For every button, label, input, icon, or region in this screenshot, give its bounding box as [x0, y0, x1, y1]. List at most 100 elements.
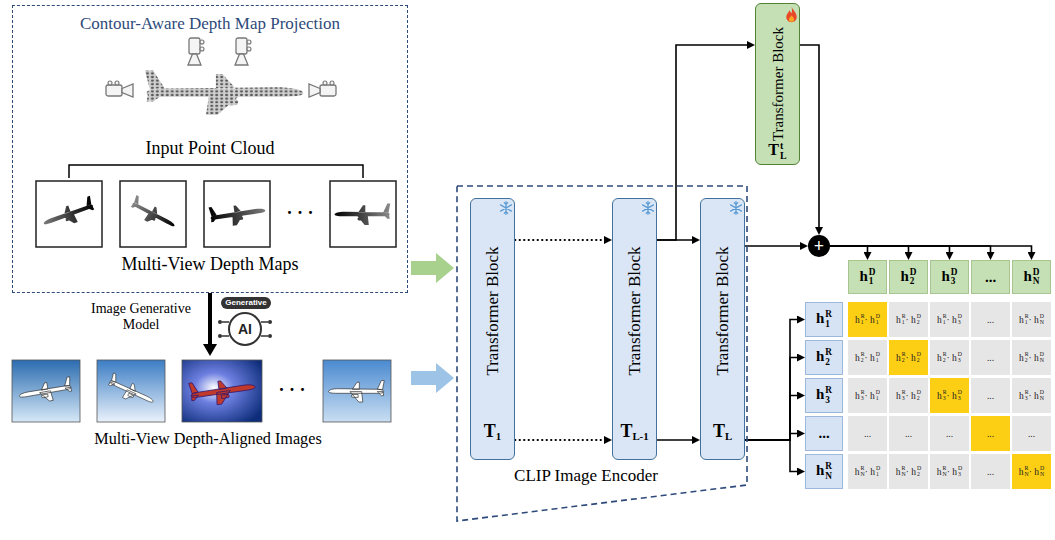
ellipsis: · · · — [274, 203, 326, 223]
panel-title: Contour-Aware Depth Map Projection — [13, 14, 407, 34]
bracket — [69, 165, 363, 178]
depth-feature-cell: ... — [971, 260, 1010, 294]
image-group: Multi-View Depth-Aligned Images — [8, 356, 408, 458]
block-label: Transformer Block — [483, 246, 502, 375]
caption: Multi-View Depth-Aligned Images — [8, 430, 408, 449]
block-index: TLt — [756, 141, 799, 161]
similarity-cell: ... — [971, 378, 1010, 413]
depth-feature-cell: h3D — [930, 260, 969, 294]
block-index: T1 — [471, 421, 514, 442]
connector-arrow — [830, 246, 868, 252]
similarity-cell: h2R · hND — [1012, 340, 1051, 375]
block-index: TL — [701, 421, 744, 442]
similarity-cell: h1R · h2D — [889, 302, 928, 337]
feature-name: h2R — [816, 348, 832, 367]
similarity-cell: hNR · h1D — [848, 454, 887, 489]
similarity-cell: ... — [971, 454, 1010, 489]
similarity-cell: h3R · h3D — [930, 378, 969, 413]
flame-icon — [785, 6, 798, 23]
projection-panel: Contour-Aware Depth Map ProjectionInput … — [12, 5, 408, 293]
connector-arrow — [830, 246, 950, 252]
connector-arrow — [515, 439, 604, 441]
similarity-cell: h1R · h1D — [848, 302, 887, 337]
block-index: TL-1 — [613, 421, 656, 442]
similarity-cell: h2R · h1D — [848, 340, 887, 375]
similarity-cell: ... — [971, 302, 1010, 337]
connector-arrow — [830, 246, 1032, 252]
block-label: Transformer Block — [625, 246, 644, 375]
similarity-cell: h3R · h2D — [889, 378, 928, 413]
similarity-cell: hNR · h3D — [930, 454, 969, 489]
caption: Multi-View Depth Maps — [13, 254, 407, 275]
transformer-block: Transformer BlockTL-1 — [612, 198, 657, 460]
feature-name: hND — [1023, 268, 1039, 287]
connector-arrow — [745, 358, 797, 441]
image-feature-cell: hNR — [805, 454, 843, 489]
feature-name: h3R — [816, 386, 832, 405]
camera-icons — [106, 38, 336, 97]
connector-arrow — [411, 371, 436, 385]
connector-arrow — [745, 434, 797, 441]
similarity-cell: ... — [1012, 416, 1051, 451]
similarity-cell: h3R · hND — [1012, 378, 1051, 413]
caption: Input Point Cloud — [13, 138, 407, 159]
similarity-cell: h3R · h1D — [848, 378, 887, 413]
connector-arrow — [515, 239, 604, 241]
icon-tag: Generative — [221, 297, 271, 309]
similarity-cell: hNR · h2D — [889, 454, 928, 489]
generated-images — [12, 360, 391, 422]
image-feature-cell: h1R — [805, 302, 843, 337]
connector-arrow — [830, 246, 909, 252]
similarity-cell: h1R · h3D — [930, 302, 969, 337]
feature-name: h3D — [941, 268, 957, 287]
image-feature-cell: ... — [805, 416, 843, 451]
plus-sign: + — [814, 237, 824, 255]
feature-name: h2D — [900, 268, 916, 287]
image-feature-cell: h3R — [805, 378, 843, 413]
transformer-block: Transformer BlockTL — [700, 198, 745, 460]
similarity-cell: ... — [848, 416, 887, 451]
feature-name: h1R — [816, 310, 832, 329]
trainable-block: Transformer BlockTLt — [755, 3, 800, 165]
similarity-cell: hNR · hND — [1012, 454, 1051, 489]
depth-feature-cell: hND — [1012, 260, 1051, 294]
connector-arrow — [657, 439, 692, 441]
similarity-cell: ... — [889, 416, 928, 451]
similarity-cell: ... — [971, 416, 1010, 451]
depth-feature-cell: h2D — [889, 260, 928, 294]
feature-name: ... — [985, 269, 996, 286]
similarity-cell: ... — [971, 340, 1010, 375]
similarity-cell: ... — [930, 416, 969, 451]
similarity-cell: h1R · hND — [1012, 302, 1051, 337]
connector-arrow — [745, 396, 797, 441]
transformer-block: Transformer BlockT1 — [470, 198, 515, 460]
feature-name: ... — [818, 425, 829, 442]
connector-arrow — [800, 45, 819, 227]
connector-arrow — [830, 246, 991, 252]
connector-arrow — [745, 320, 797, 441]
snowflake-icon — [641, 201, 655, 215]
snowflake-icon — [499, 201, 513, 215]
region-outline-path — [457, 186, 747, 521]
block-label: Transformer Block — [713, 246, 732, 375]
image-feature-cell: h2R — [805, 340, 843, 375]
similarity-cell: h2R · h3D — [930, 340, 969, 375]
ellipsis: · · · — [266, 380, 318, 400]
connector-arrow — [208, 293, 212, 344]
point-cloud — [145, 70, 303, 114]
feature-name: h1D — [859, 268, 875, 287]
connector-arrow — [745, 245, 800, 247]
ai-icon — [218, 297, 272, 345]
region-label: CLIP Image Encoder — [496, 466, 676, 486]
feature-name: hNR — [816, 462, 832, 481]
depth-feature-cell: h1D — [848, 260, 887, 294]
block-label: Transformer Block — [769, 27, 786, 141]
connector-arrow — [745, 440, 797, 472]
edge-label: Image Generative Model — [86, 301, 196, 333]
depth-maps — [36, 181, 396, 247]
connector-arrow — [411, 261, 436, 275]
snowflake-icon — [729, 201, 743, 215]
encoder-region: CLIP Image EncoderTransformer BlockT1Tra… — [456, 185, 748, 522]
icon-text: AI — [230, 320, 260, 338]
